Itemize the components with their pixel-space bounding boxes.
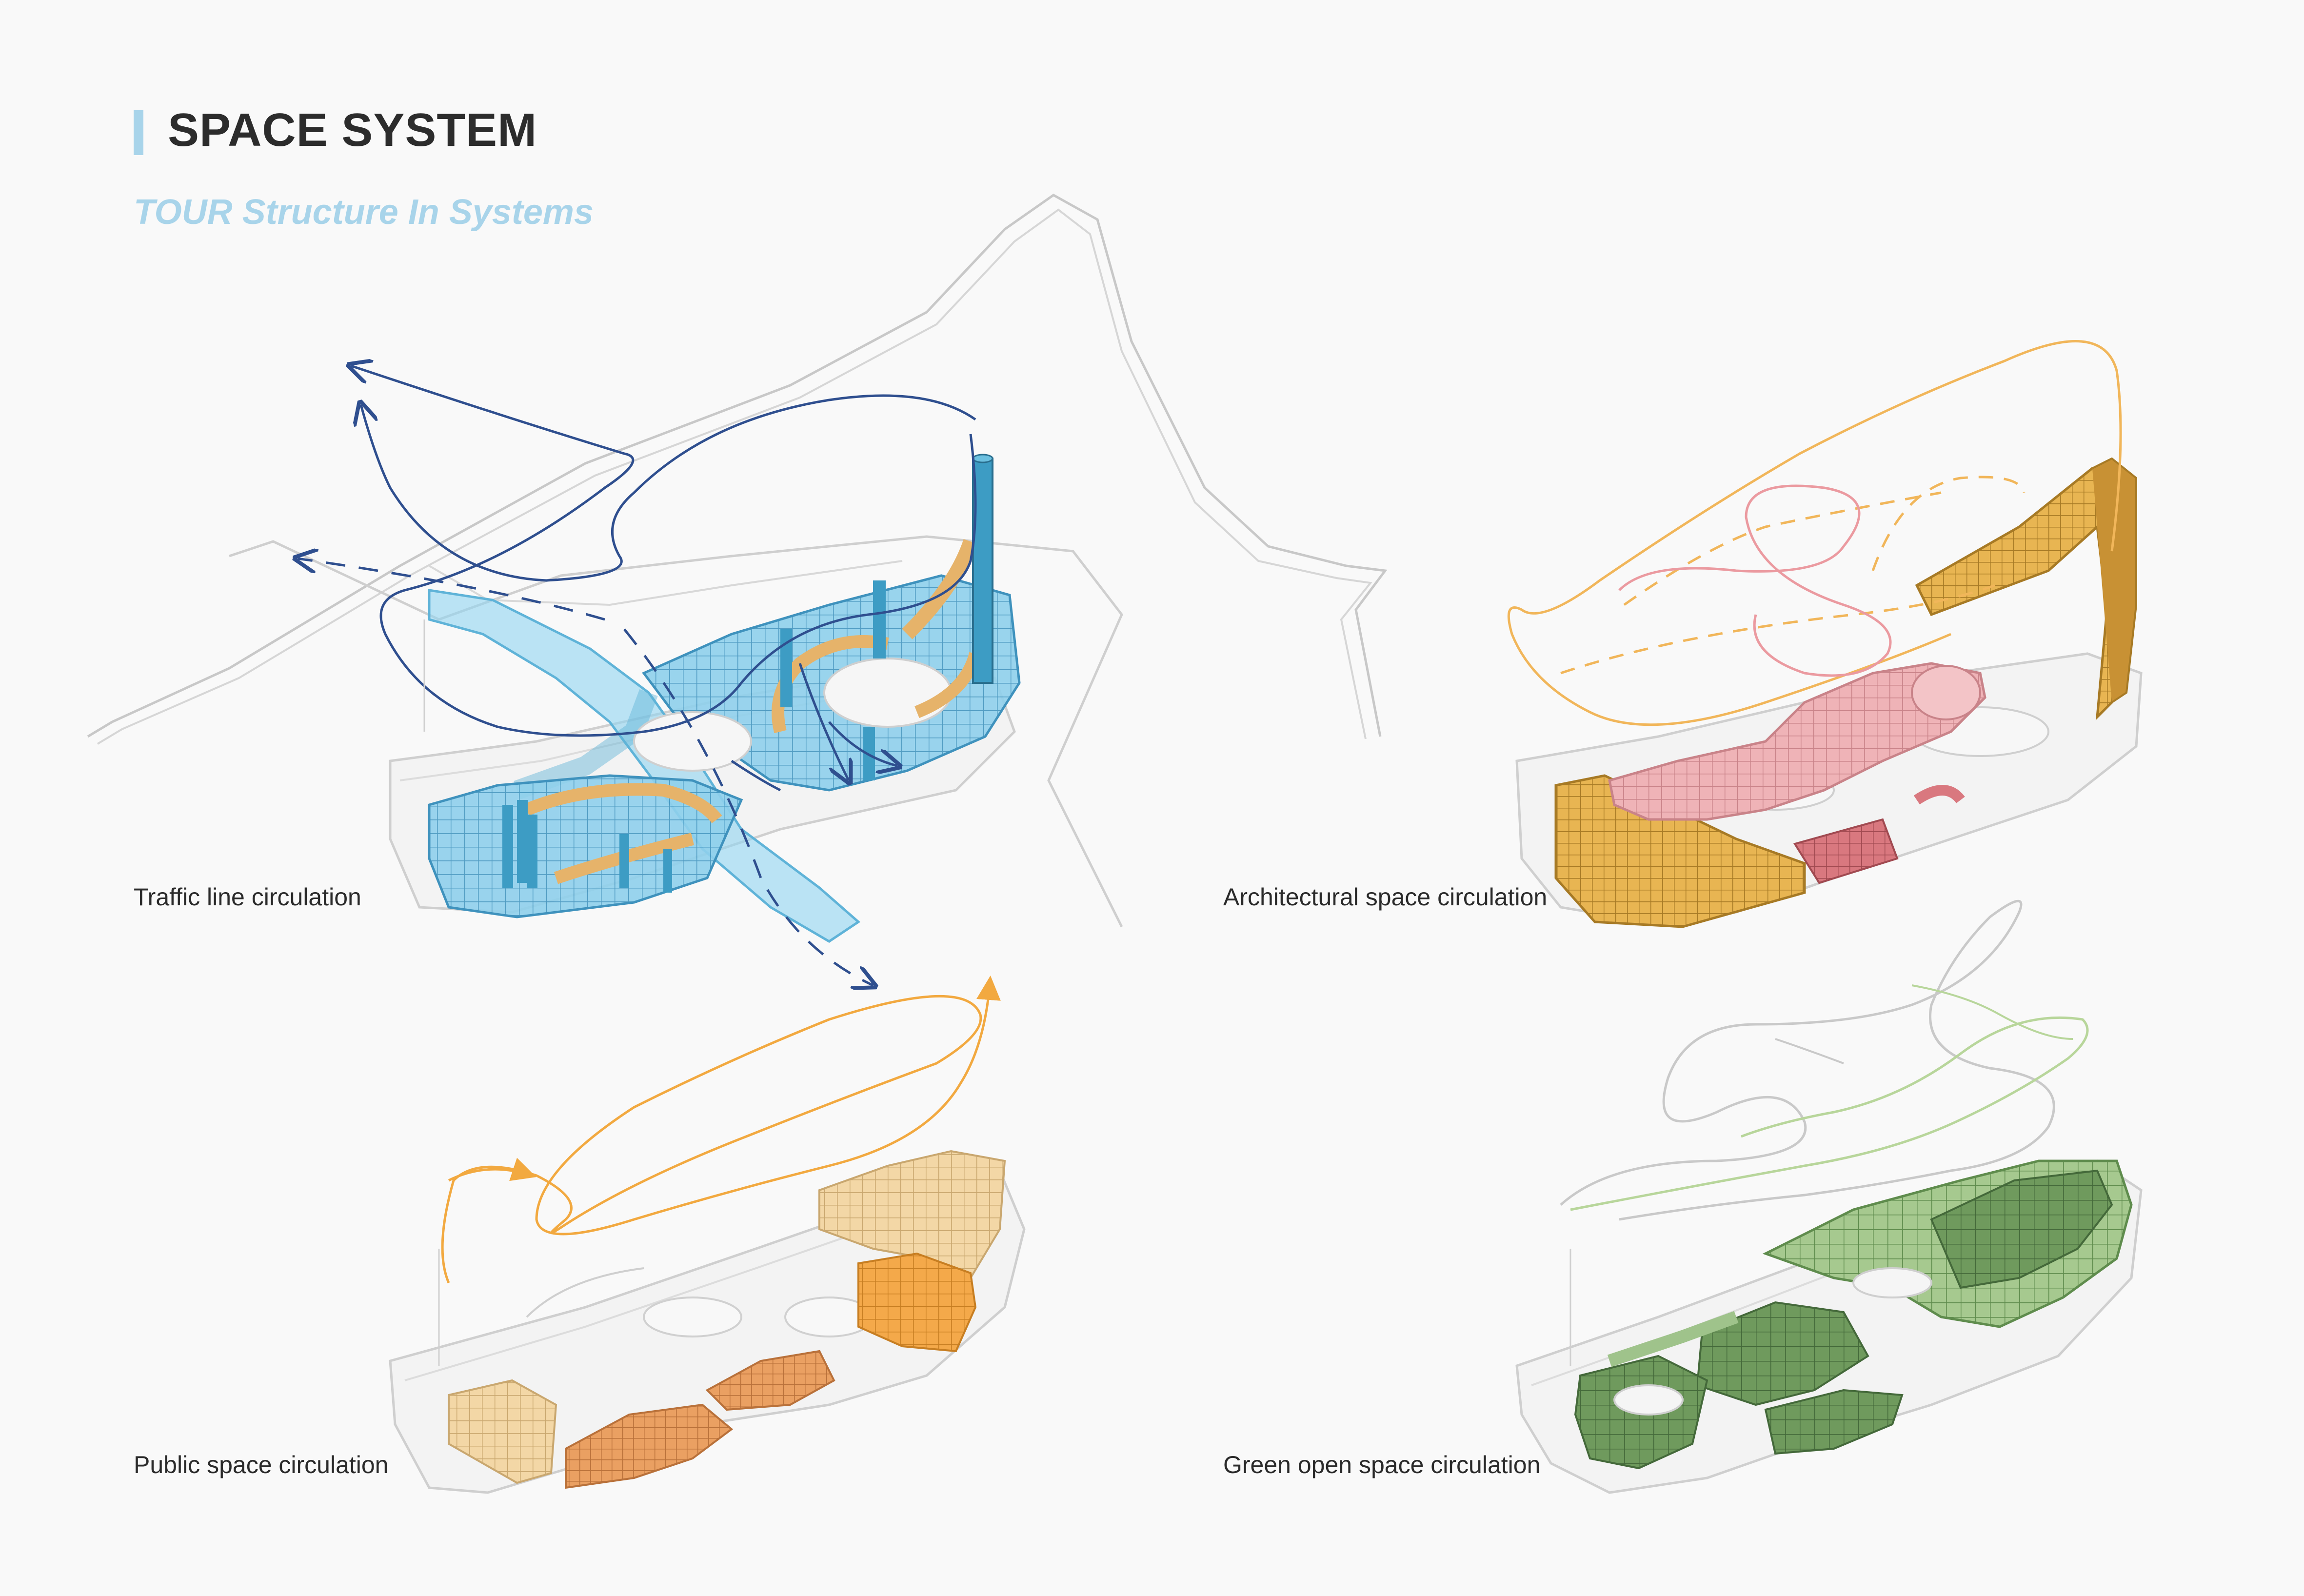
title-accent-bar	[134, 110, 143, 155]
green-circulation-diagram	[1515, 899, 2143, 1494]
panel-label-architectural: Architectural space circulation	[1223, 883, 1548, 911]
traffic-circulation-diagram	[87, 194, 1388, 985]
page-subtitle: TOUR Structure In Systems	[134, 193, 594, 232]
panel-label-public: Public space circulation	[134, 1451, 389, 1478]
architectural-circulation-diagram	[1507, 340, 2143, 928]
panel-label-traffic: Traffic line circulation	[134, 883, 361, 911]
page-title: SPACE SYSTEM	[168, 104, 537, 156]
public-circulation-diagram	[389, 976, 1026, 1494]
panel-label-green: Green open space circulation	[1223, 1451, 1541, 1478]
